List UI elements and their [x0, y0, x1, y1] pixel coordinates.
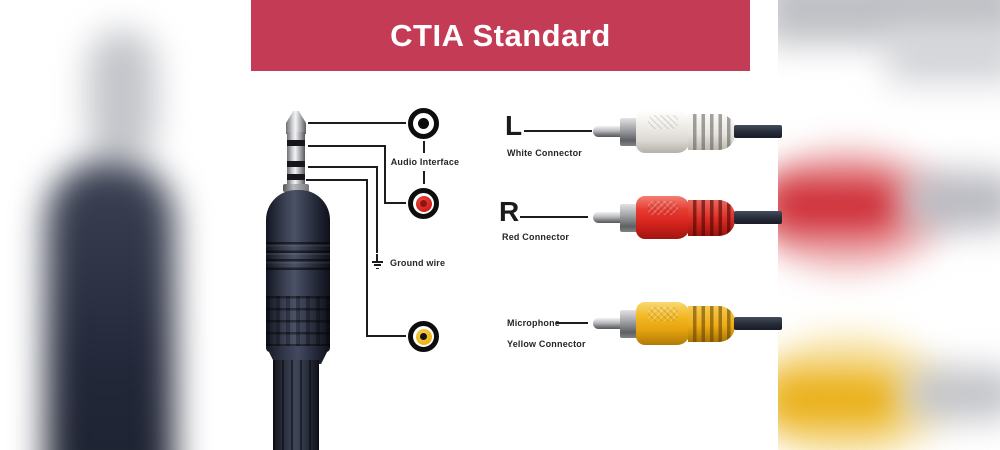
white-rca-body: [636, 110, 690, 153]
blurred-yellow-connector: [778, 372, 903, 427]
red-rca-cable: [734, 211, 782, 224]
microphone-label: Microphone: [507, 318, 560, 328]
yellow-rca-cable: [734, 317, 782, 330]
jack-plastic-body: [266, 190, 330, 352]
callout-line-ring2-h: [308, 166, 378, 168]
pointer-line-red: [520, 216, 588, 218]
white-rca-cable: [734, 125, 782, 138]
blurred-gray-mid: [906, 172, 1000, 230]
jack-insulator-ring-3: [287, 174, 305, 180]
callout-line-ring1-h2: [384, 202, 406, 204]
callout-line-ring2-v: [376, 166, 378, 253]
rca-yellow-port-icon: [408, 321, 439, 352]
ground-icon: [376, 254, 379, 261]
rca-white-port-icon: [408, 108, 439, 139]
jack-base-flange: [283, 184, 309, 192]
jack-strain-relief: [266, 346, 330, 364]
yellow-rca-collar: [620, 310, 638, 338]
dashed-link-bottom: [423, 171, 425, 184]
yellow-connector-label: Yellow Connector: [507, 339, 586, 349]
white-rca-strain-relief: [688, 114, 735, 150]
red-rca-texture: [648, 201, 678, 215]
blurred-left-backdrop: [0, 0, 226, 450]
white-connector-label: White Connector: [507, 148, 582, 158]
jack-insulator-ring-1: [287, 140, 305, 146]
white-rca-texture: [648, 115, 678, 129]
red-connector-label: Red Connector: [502, 232, 570, 242]
callout-line-ring1-v: [384, 145, 386, 203]
red-rca-body: [636, 196, 690, 239]
blurred-jack-tip: [88, 30, 156, 160]
blurred-red-connector: [778, 178, 903, 233]
ground-icon-bar3: [376, 267, 379, 270]
pointer-line-white: [524, 130, 592, 132]
blurred-right-backdrop: [778, 0, 1000, 450]
callout-line-sleeve-h2: [366, 335, 406, 337]
ground-wire-label: Ground wire: [390, 258, 446, 268]
yellow-rca-body: [636, 302, 690, 345]
jack-cable: [273, 360, 319, 450]
jack-insulator-ring-2: [287, 161, 305, 167]
callout-line-sleeve-v: [366, 179, 368, 337]
blurred-gray-top-2: [888, 28, 1000, 83]
yellow-rca-texture: [648, 307, 678, 321]
red-rca-strain-relief: [688, 200, 735, 236]
callout-line-ring1-h: [308, 145, 386, 147]
callout-line-sleeve-h: [306, 179, 368, 181]
white-rca-pin: [593, 126, 622, 137]
jack-grip-texture: [266, 296, 330, 346]
channel-left-label: L: [505, 110, 523, 141]
ground-icon-bar1: [371, 261, 383, 263]
yellow-rca-pin: [593, 318, 622, 329]
dashed-link-top: [423, 141, 425, 153]
audio-interface-label: Audio Interface: [390, 157, 460, 167]
ground-icon-bar2: [373, 264, 381, 267]
red-rca-pin: [593, 212, 622, 223]
yellow-rca-strain-relief: [688, 306, 735, 342]
page-title: CTIA Standard: [390, 17, 611, 53]
channel-right-label: R: [499, 196, 520, 227]
blurred-gray-low: [906, 368, 1000, 420]
callout-line-tip: [308, 122, 406, 124]
title-banner: CTIA Standard: [251, 0, 750, 71]
jack-grip-ribs: [266, 242, 330, 270]
white-rca-collar: [620, 118, 638, 146]
rca-red-port-icon: [408, 188, 439, 219]
red-rca-collar: [620, 204, 638, 232]
jack-tip: [286, 111, 306, 134]
pointer-line-yellow: [556, 322, 588, 324]
blurred-jack-body: [46, 160, 174, 450]
